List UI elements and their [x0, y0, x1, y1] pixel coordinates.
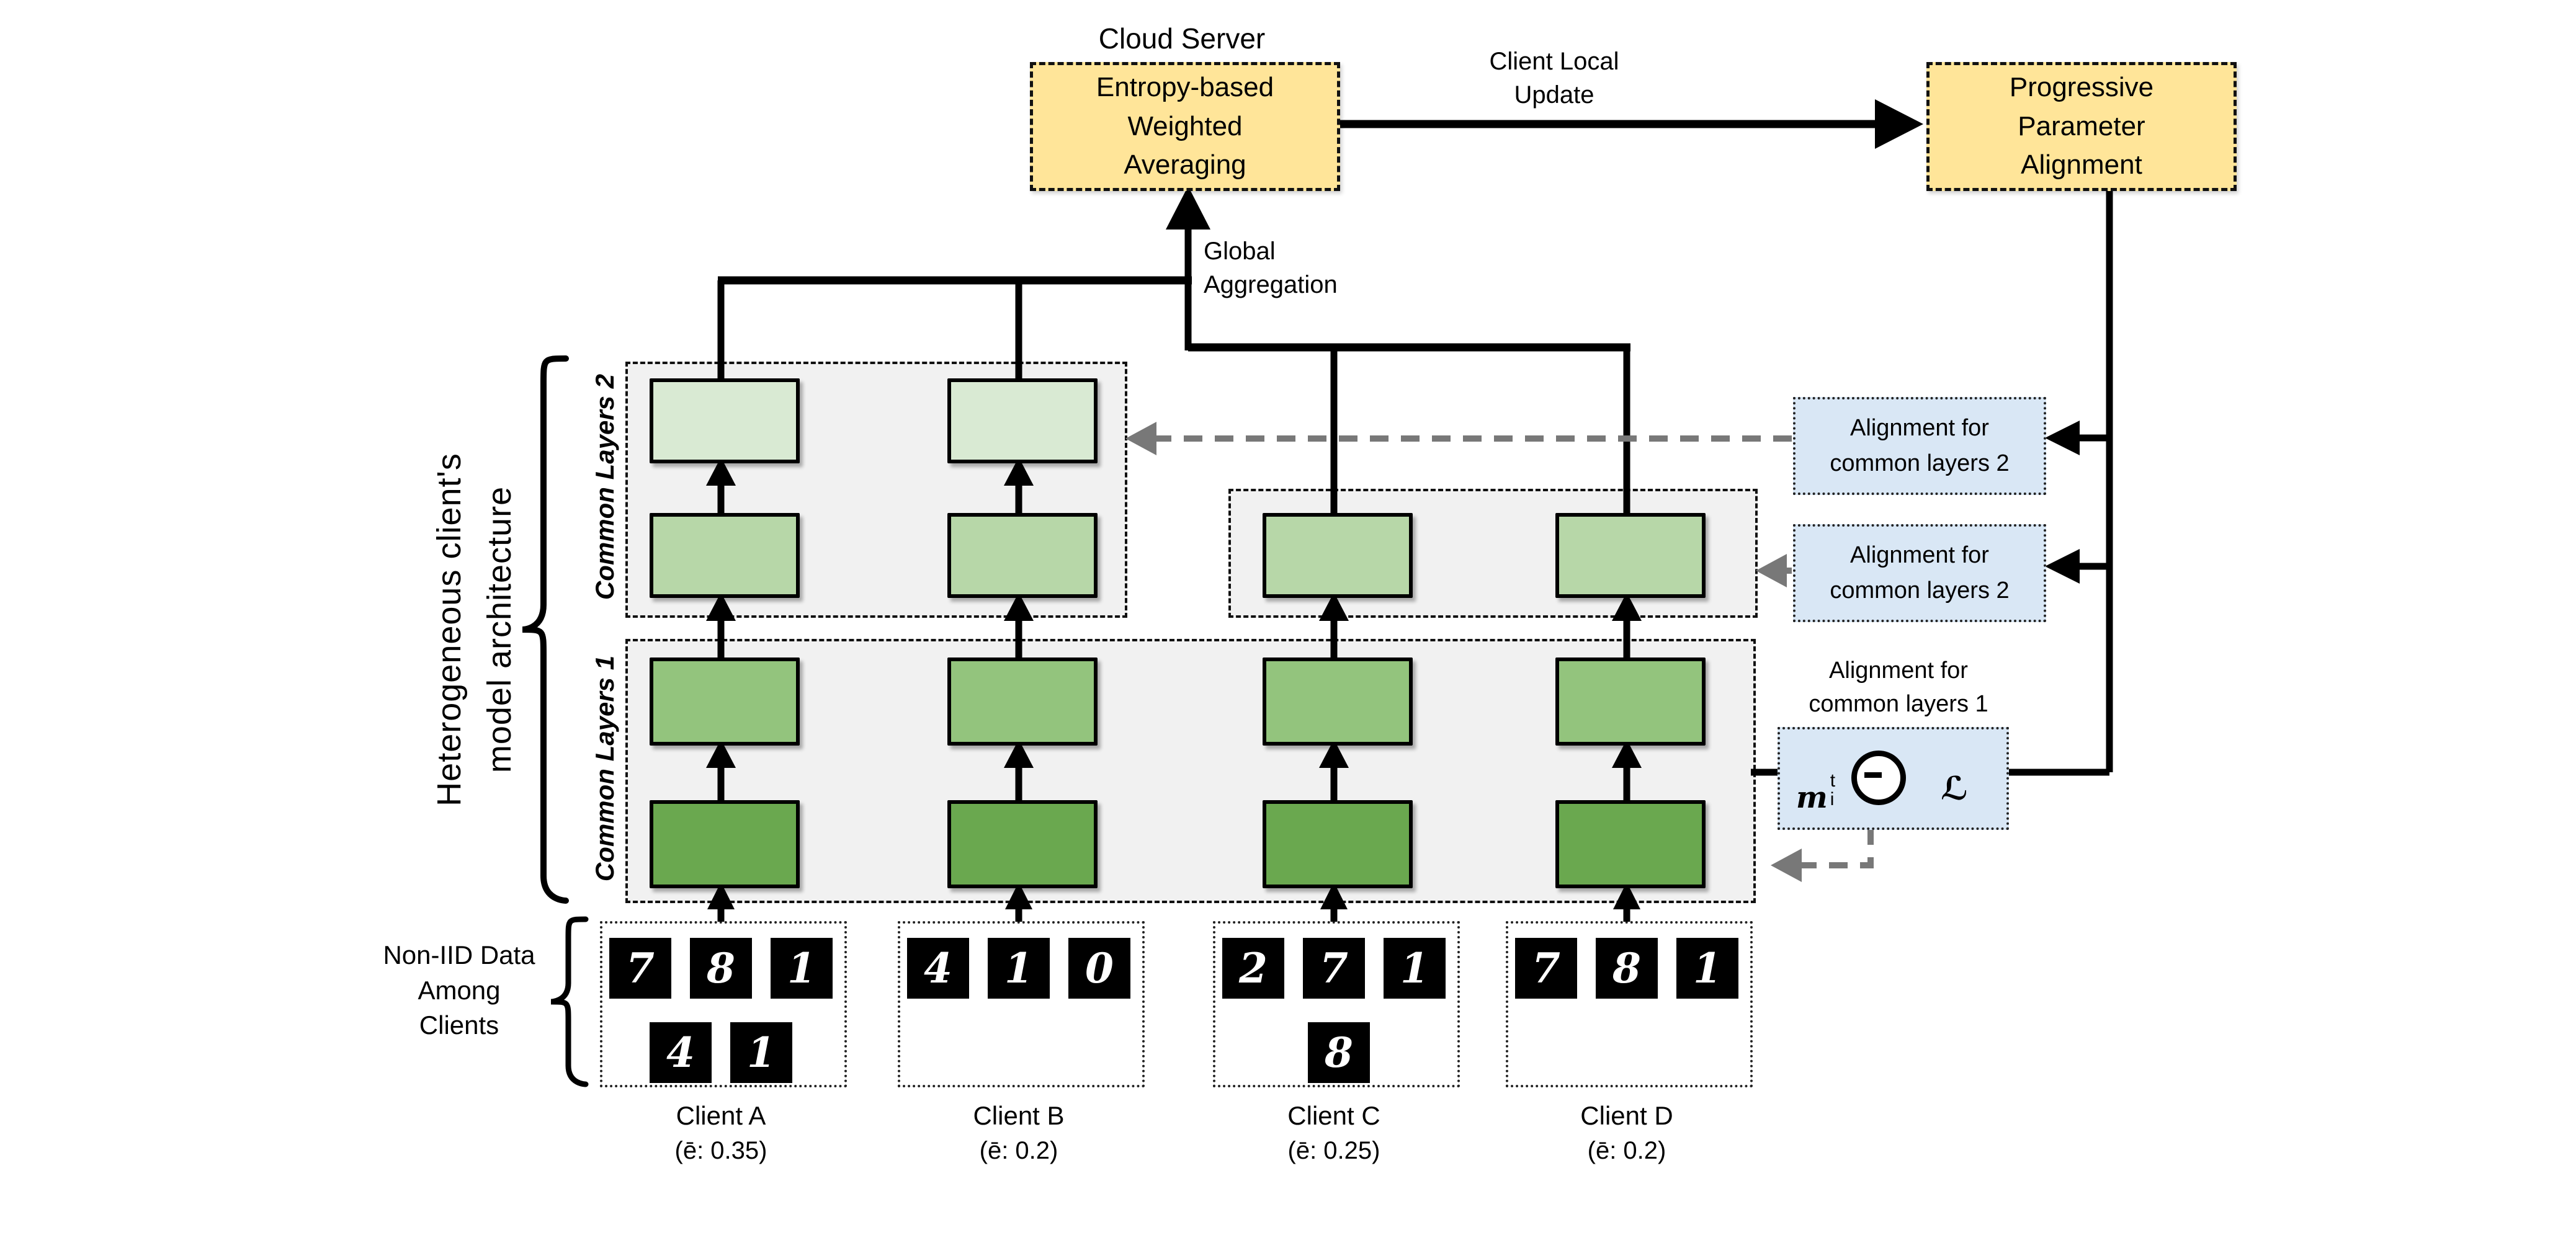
- layer-up-arrowheads: [706, 457, 1642, 909]
- layer-box-d-row3: [1555, 657, 1706, 746]
- model-params-symbol: m t i: [1796, 772, 1835, 816]
- layer-box-c-row3: [1263, 657, 1413, 746]
- digit-tile: 7: [1303, 938, 1365, 999]
- client-c-entropy: (ē: 0.25): [1287, 1137, 1380, 1164]
- alignment-common-layers-1-label: Alignment for common layers 1: [1809, 657, 1988, 717]
- layer-box-b-row4: [947, 800, 1098, 888]
- non-iid-brace: [550, 916, 589, 1087]
- client-a-entropy: (ē: 0.35): [674, 1137, 767, 1164]
- m-superscript: t: [1830, 770, 1836, 791]
- digit-tile: 7: [609, 938, 671, 999]
- digit-tile: 8: [1308, 1022, 1370, 1083]
- client-c-name: Client C: [1287, 1101, 1380, 1130]
- layer-box-a-row2: [650, 513, 800, 598]
- layer-box-d-row2: [1555, 513, 1706, 598]
- client-local-update-label: Client Local Update: [1489, 48, 1619, 109]
- minus-circle-icon: [1851, 751, 1906, 805]
- digit-tile: 1: [1384, 938, 1446, 999]
- layer-box-b-row2: [947, 513, 1098, 598]
- digit-tile: 1: [1676, 938, 1738, 999]
- layer-box-c-row4: [1263, 800, 1413, 888]
- digit-tile: 1: [730, 1022, 792, 1083]
- layer-box-d-row4: [1555, 800, 1706, 888]
- alignment-common-layers-2-box-top: Alignment for common layers 2: [1793, 397, 2046, 495]
- loss-symbol: ℒ: [1941, 770, 1969, 808]
- architecture-brace: [522, 355, 569, 904]
- alignment-common-layers-2-box-bottom: Alignment for common layers 2: [1793, 524, 2046, 622]
- non-iid-data-label: Non-IID Data Among Clients: [383, 940, 535, 1040]
- layer-box-c-row2: [1263, 513, 1413, 598]
- layer-box-b-top: [947, 378, 1098, 463]
- digit-tile: 2: [1222, 938, 1284, 999]
- client-b-name: Client B: [973, 1101, 1065, 1130]
- layer-box-a-row4: [650, 800, 800, 888]
- client-d-name: Client D: [1580, 1101, 1673, 1130]
- client-d-entropy: (ē: 0.2): [1587, 1137, 1666, 1164]
- gray-arrowheads: [1125, 422, 1802, 882]
- global-aggregation-label: Global Aggregation: [1204, 238, 1338, 298]
- client-b-entropy: (ē: 0.2): [979, 1137, 1058, 1164]
- digit-tile: 8: [1596, 938, 1658, 999]
- aggregation-tree: [717, 120, 2113, 776]
- layer-up-lines: [717, 483, 1630, 922]
- digit-tile: 0: [1068, 938, 1130, 999]
- layer-box-a-top: [650, 378, 800, 463]
- common-layers-2-label: Common Layers 2: [590, 373, 619, 600]
- entropy-weighted-averaging-box: Entropy-based Weighted Averaging: [1030, 62, 1340, 191]
- heterogeneous-architecture-label: Heterogeneous client's model architectur…: [431, 453, 518, 806]
- m-subscript: i: [1830, 789, 1835, 809]
- client-a-name: Client A: [676, 1101, 766, 1130]
- digit-tile: 4: [907, 938, 969, 999]
- digit-tile: 7: [1515, 938, 1577, 999]
- cloud-server-title: Cloud Server: [1098, 22, 1266, 55]
- gray-dashed-lines: [1152, 435, 1874, 868]
- braces: [522, 355, 589, 1087]
- m-base: m: [1796, 780, 1828, 815]
- digit-tile: 1: [988, 938, 1050, 999]
- layer-box-a-row3: [650, 657, 800, 746]
- layer-box-b-row3: [947, 657, 1098, 746]
- digit-tile: 8: [690, 938, 752, 999]
- progressive-parameter-alignment-box: Progressive Parameter Alignment: [1926, 62, 2237, 191]
- digit-tile: 1: [771, 938, 833, 999]
- digit-tile: 4: [650, 1022, 712, 1083]
- common-layers-1-label: Common Layers 1: [590, 655, 619, 882]
